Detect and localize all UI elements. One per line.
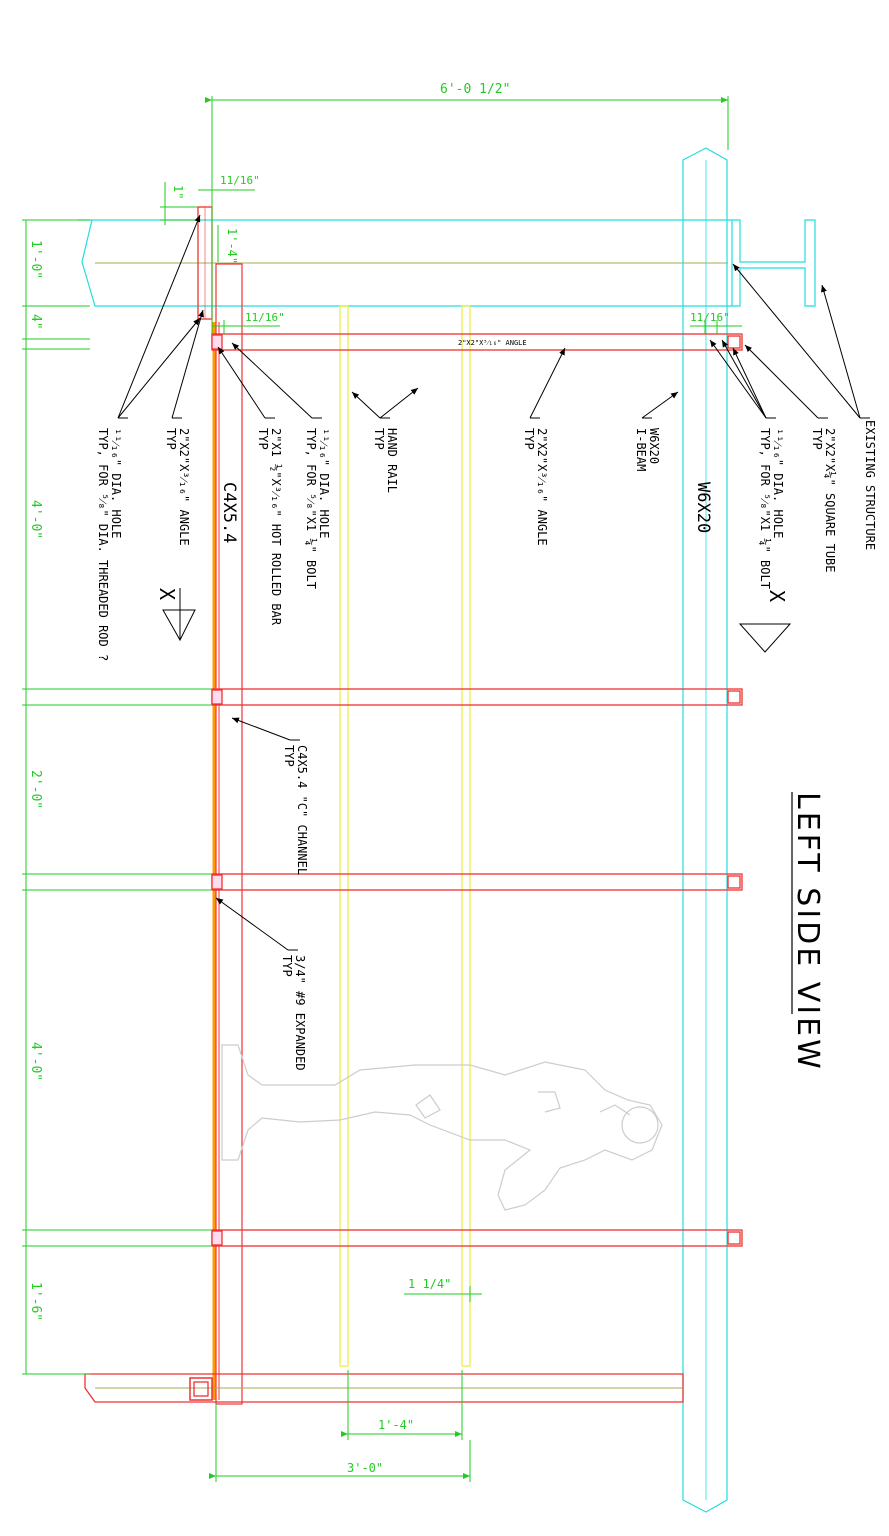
callout-channel-2: TYP xyxy=(282,745,296,767)
callout-square-tube-1: 2"X2"X¼" SQUARE TUBE xyxy=(823,428,837,573)
callout-hand-rail-1: HAND RAIL xyxy=(385,428,399,493)
dim-overall-width: 6'-0 1/2" xyxy=(440,82,510,97)
human-figure xyxy=(221,1044,663,1211)
w6x20-vertical-beam xyxy=(682,147,728,1513)
hand-rail xyxy=(339,305,471,1367)
section-mark-left: X xyxy=(155,588,179,600)
hand-rail-right xyxy=(461,305,471,1367)
callout-ibeam-1: W6X20 xyxy=(647,428,661,464)
view-title: LEFT SIDE VIEW xyxy=(790,792,825,1072)
bottom-square-tube xyxy=(189,1377,213,1401)
callout-hole-bolt-right-1: ¹¹⁄₁₆" DIA. HOLE xyxy=(771,428,785,538)
dim-chain-3: 4'-0" xyxy=(28,500,43,539)
callout-text: ¹¹⁄₁₆" DIA. HOLE TYP, FOR ⁵⁄₈" DIA. THRE… xyxy=(96,420,877,1071)
bottom-beam xyxy=(84,1373,684,1403)
dimensions xyxy=(22,96,742,1482)
section-marks xyxy=(162,588,792,653)
callout-hole-bolt-left-2: TYP, FOR ⁵⁄₈"X1 ¼" BOLT xyxy=(304,428,318,589)
callout-hole-rod-1: ¹¹⁄₁₆" DIA. HOLE xyxy=(109,428,123,538)
callout-square-tube-2: TYP xyxy=(810,428,824,450)
dim-offset-top: 11/16" xyxy=(220,174,260,187)
section-mark-right-triangle xyxy=(738,623,792,653)
callout-expanded-2: TYP xyxy=(280,955,294,977)
dim-chain-4: 2'-0" xyxy=(28,770,43,809)
callout-angle-a-1: 2"X2"X³⁄₁₆" ANGLE xyxy=(177,428,191,546)
section-mark-left-triangle xyxy=(162,609,196,642)
dim-chain-5: 4'-0" xyxy=(28,1042,43,1081)
existing-top-beam xyxy=(78,219,733,307)
label-angle-small: 2"X2"X⁵⁄₁₆" ANGLE xyxy=(458,339,527,347)
dimension-text: 6'-0 1/2" 11/16" 11/16" 11/16" 1" 1'-4" … xyxy=(28,82,730,1475)
member-labels: 2"X2"X⁵⁄₁₆" ANGLE C4X5.4 W6X20 X X LEFT … xyxy=(155,339,825,1072)
callout-expanded-1: 3/4" #9 EXPANDED xyxy=(293,955,307,1071)
leader-lines xyxy=(117,214,870,951)
callout-hole-rod-2: TYP, FOR ⁵⁄₈" DIA. THREADED ROD ? xyxy=(96,428,110,661)
callout-ibeam-2: I-BEAM xyxy=(634,428,648,471)
dim-offset-mid: 11/16" xyxy=(245,311,285,324)
callout-angle-b-1: 2"X2"X³⁄₁₆" ANGLE xyxy=(535,428,549,546)
callout-bar-2: TYP xyxy=(256,428,270,450)
dim-handrail-spacing: 1'-4" xyxy=(378,1418,414,1432)
section-mark-right: X xyxy=(765,590,789,602)
callout-angle-b-2: TYP xyxy=(522,428,536,450)
dim-chain-6: 1'-6" xyxy=(28,1282,43,1321)
dim-offset-right: 11/16" xyxy=(690,311,730,324)
dim-chain-2: 4" xyxy=(28,314,43,330)
cross-angle-3 xyxy=(211,873,743,891)
callout-hand-rail-2: TYP xyxy=(372,428,386,450)
cross-angle-4 xyxy=(211,1229,743,1247)
callout-bar-1: 2"X1 ½"X³⁄₁₆" HOT ROLLED BAR xyxy=(269,428,283,626)
dim-1in: 1" xyxy=(171,185,185,199)
label-w6x20: W6X20 xyxy=(693,482,713,533)
callout-hole-bolt-left-1: ¹¹⁄₁₆" DIA. HOLE xyxy=(317,428,331,538)
cross-angles xyxy=(84,333,743,1403)
callout-angle-a-2: TYP xyxy=(164,428,178,450)
callout-channel-1: C4X5.4 "C" CHANNEL xyxy=(295,745,309,875)
existing-structure xyxy=(78,147,816,1513)
dim-chain-1: 1'-0" xyxy=(28,240,43,279)
hand-rail-left xyxy=(339,305,349,1367)
dim-bottom-width: 3'-0" xyxy=(347,1461,383,1475)
dim-1ft4: 1'-4" xyxy=(225,228,239,264)
existing-ibeam-section xyxy=(732,219,816,307)
c-channel xyxy=(212,263,243,1405)
callout-hole-bolt-right-2: TYP, FOR ⁵⁄₈"X1 ¼" BOLT xyxy=(758,428,772,589)
cross-angle-2 xyxy=(211,688,743,706)
dim-handrail-gap: 1 1/4" xyxy=(408,1277,451,1291)
callout-existing: EXISTING STRUCTURE xyxy=(863,420,877,550)
label-c4x54: C4X5.4 xyxy=(219,482,239,543)
